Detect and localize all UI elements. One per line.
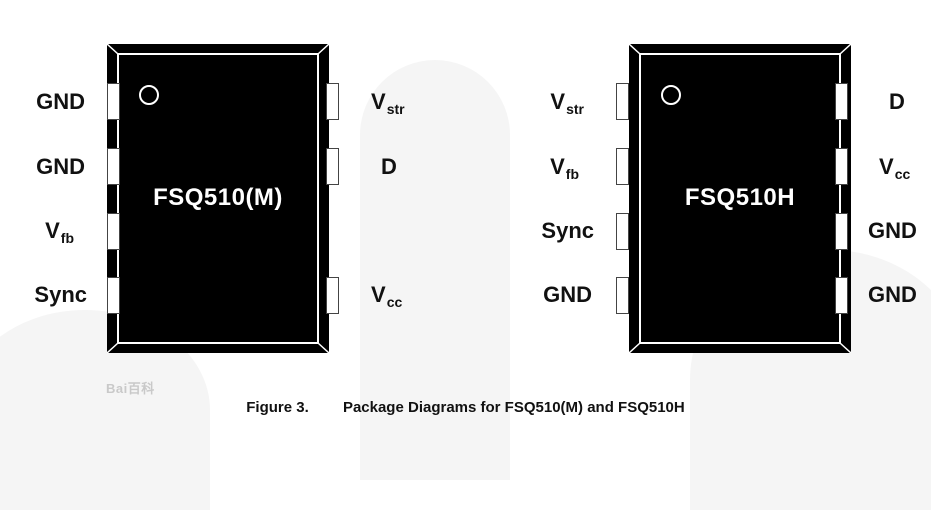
pin-left-4 bbox=[107, 277, 120, 314]
package-fsq510m: FSQ510(M) bbox=[107, 44, 329, 353]
pin-label: D bbox=[889, 89, 905, 114]
pin-label: Vstr bbox=[371, 89, 405, 117]
pin-right-4 bbox=[835, 277, 848, 314]
pin-left-3 bbox=[616, 213, 629, 250]
pin-label: GND bbox=[36, 89, 85, 114]
package-bevel bbox=[629, 44, 851, 353]
figure-number: Figure 3. bbox=[246, 399, 309, 416]
pin-left-4 bbox=[616, 277, 629, 314]
pin-label: Vcc bbox=[371, 282, 403, 310]
package-name: FSQ510(M) bbox=[153, 184, 283, 211]
pin-left-1 bbox=[616, 83, 629, 120]
pin-label: GND bbox=[868, 218, 917, 243]
pin-right-3 bbox=[326, 277, 339, 314]
package-name: FSQ510H bbox=[684, 184, 796, 211]
pin-label: Sync bbox=[34, 282, 87, 307]
pin1-marker-icon bbox=[661, 85, 681, 105]
pin-label: GND bbox=[36, 154, 85, 179]
pin-right-2 bbox=[326, 148, 339, 185]
pin-right-3 bbox=[835, 213, 848, 250]
pin1-marker-icon bbox=[139, 85, 159, 105]
pin-label: Vcc bbox=[879, 154, 911, 182]
package-bevel bbox=[107, 44, 329, 353]
pin-label: GND bbox=[543, 282, 592, 307]
pin-right-2 bbox=[835, 148, 848, 185]
pin-left-2 bbox=[616, 148, 629, 185]
pin-right-1 bbox=[326, 83, 339, 120]
watermark-logo: Bai百科 bbox=[106, 381, 155, 396]
pin-right-1 bbox=[835, 83, 848, 120]
pin-left-3 bbox=[107, 213, 120, 250]
figure-title: Package Diagrams for FSQ510(M) and FSQ51… bbox=[342, 399, 685, 416]
pin-left-1 bbox=[107, 83, 120, 120]
pin-label: Sync bbox=[541, 218, 594, 243]
pin-label: Vstr bbox=[550, 89, 584, 117]
package-fsq510h: FSQ510H bbox=[629, 44, 851, 353]
pin-left-2 bbox=[107, 148, 120, 185]
figure-caption: Figure 3. Package Diagrams for FSQ510(M)… bbox=[0, 399, 931, 416]
pin-label: D bbox=[381, 154, 397, 179]
watermark-shape-center bbox=[360, 60, 510, 480]
pin-label: Vfb bbox=[45, 218, 74, 246]
pin-label: Vfb bbox=[550, 154, 579, 182]
pin-label: GND bbox=[868, 282, 917, 307]
